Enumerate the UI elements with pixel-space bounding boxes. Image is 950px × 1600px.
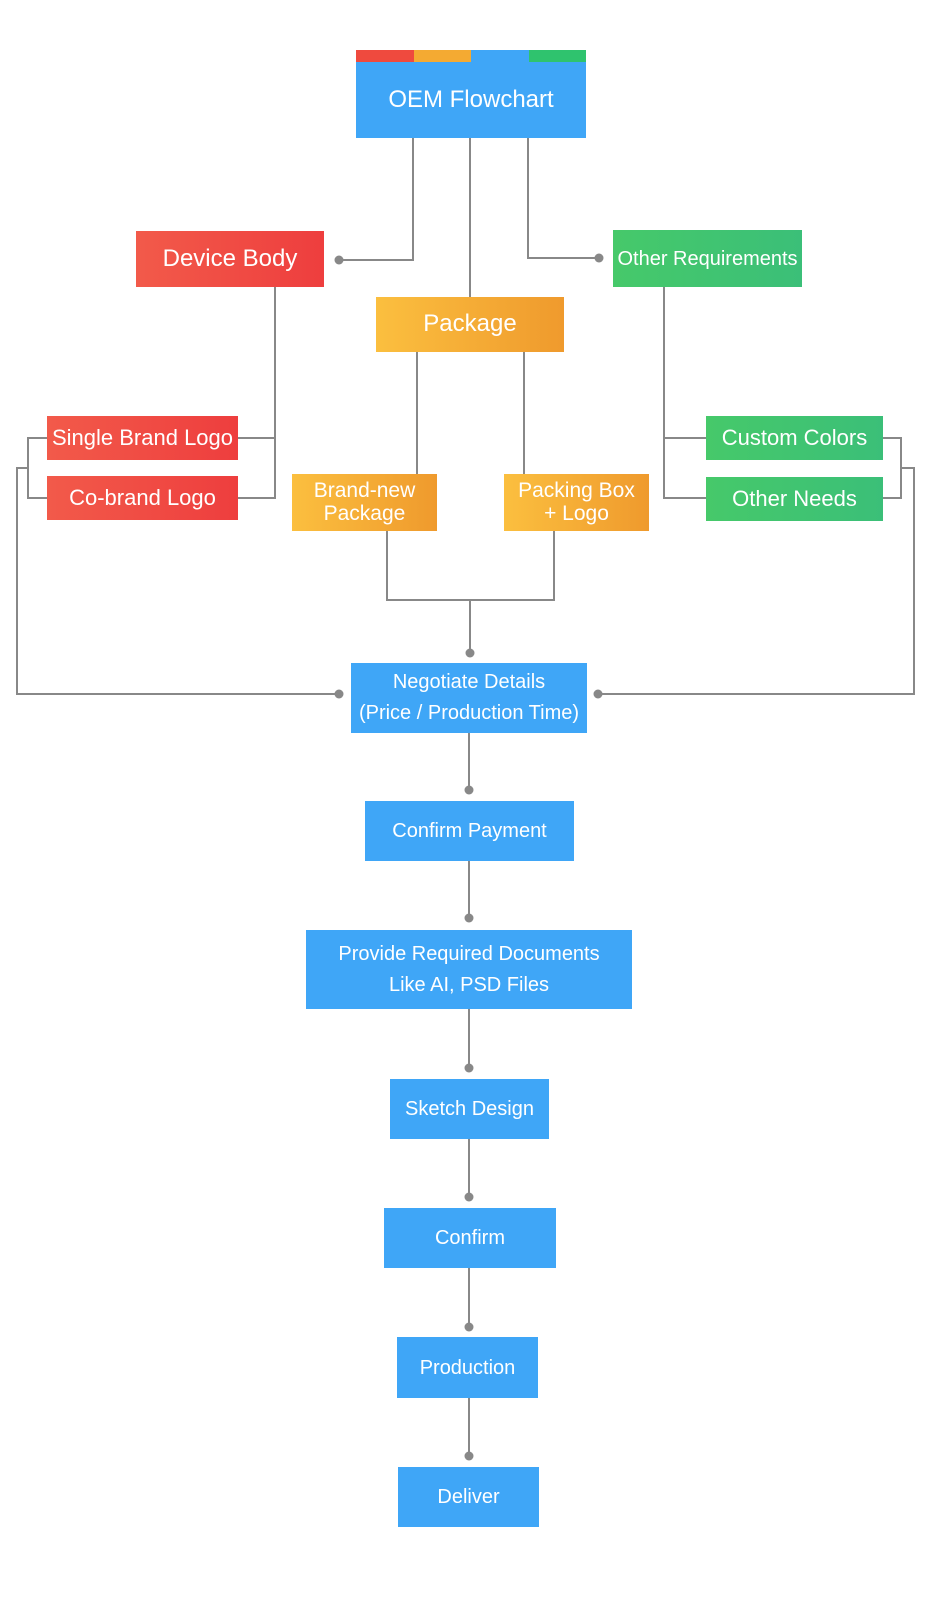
device-body-label: Device Body [162, 244, 298, 272]
flowchart-title-text: OEM Flowchart [388, 85, 554, 113]
negotiate-details-line-2: (Price / Production Time) [358, 702, 580, 724]
custom-colors-label: Custom Colors [721, 424, 868, 450]
color-bar-orange-segment [413, 50, 471, 62]
other-requirements-node: Other Requirements [613, 230, 802, 287]
co-brand-logo-node: Co-brand Logo [47, 476, 238, 520]
other-requirements-label: Other Requirements [617, 247, 798, 270]
production-label: Production [419, 1356, 516, 1379]
packing-box-logo-line-2: + Logo [544, 501, 609, 525]
confirm-payment-node: Confirm Payment [365, 801, 574, 861]
single-brand-logo-label: Single Brand Logo [51, 424, 234, 450]
device-body-node: Device Body [136, 231, 324, 287]
custom-colors-node: Custom Colors [706, 416, 883, 460]
single-brand-logo-node: Single Brand Logo [47, 416, 238, 460]
confirm-label: Confirm [434, 1227, 505, 1249]
confirm-payment-label: Confirm Payment [392, 820, 547, 842]
production-node: Production [397, 1337, 538, 1398]
title-color-bar [356, 50, 586, 62]
negotiate-details-line-1: Negotiate Details [392, 671, 546, 693]
negotiate-details-node: Negotiate Details (Price / Production Ti… [351, 663, 587, 733]
other-needs-label: Other Needs [732, 485, 857, 511]
provide-documents-line-2: Like AI, PSD Files [388, 973, 550, 996]
color-bar-green-segment [528, 50, 586, 62]
other-needs-node: Other Needs [706, 477, 883, 521]
color-bar-red-segment [356, 50, 414, 62]
package-node: Package [376, 297, 564, 352]
deliver-node: Deliver [398, 1467, 539, 1527]
co-brand-logo-label: Co-brand Logo [69, 484, 216, 510]
package-label: Package [423, 310, 517, 338]
packing-box-logo-node: Packing Box + Logo [504, 474, 649, 531]
brand-new-package-node: Brand-new Package [292, 474, 437, 531]
brand-new-package-line-2: Package [323, 501, 406, 525]
color-bar-blue-segment [471, 50, 529, 62]
brand-new-package-line-1: Brand-new [313, 479, 416, 503]
packing-box-logo-line-1: Packing Box [518, 479, 635, 503]
provide-documents-node: Provide Required Documents Like AI, PSD … [306, 930, 632, 1009]
sketch-design-label: Sketch Design [405, 1098, 534, 1120]
confirm-node: Confirm [384, 1208, 556, 1268]
flowchart-title: OEM Flowchart [356, 62, 586, 138]
provide-documents-line-1: Provide Required Documents [338, 942, 600, 965]
sketch-design-node: Sketch Design [390, 1079, 549, 1139]
deliver-label: Deliver [437, 1486, 500, 1508]
